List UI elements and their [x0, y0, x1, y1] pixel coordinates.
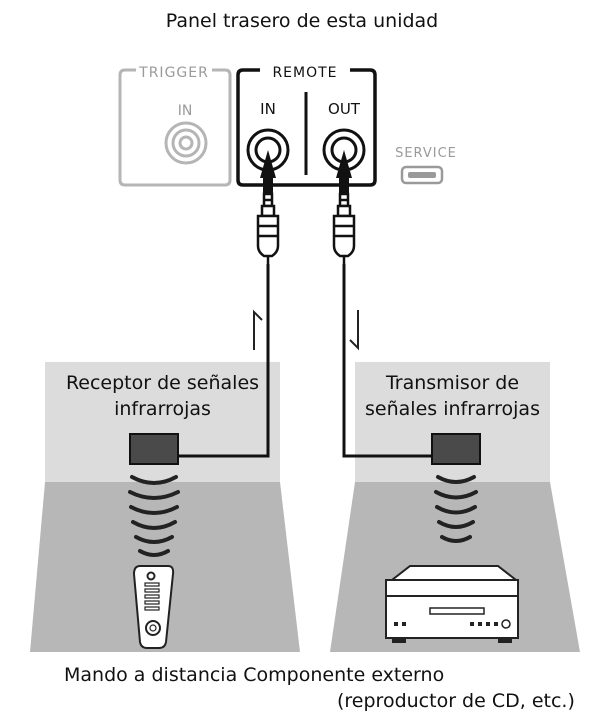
right-plug-icon [332, 150, 356, 264]
left-plug-icon [256, 150, 280, 264]
signal-down-arrow-icon [347, 310, 361, 356]
trigger-panel [118, 68, 232, 187]
trigger-jack-icon [164, 121, 208, 165]
remote-control-icon [132, 565, 175, 649]
remote-panel [236, 68, 377, 187]
trigger-label: TRIGGER [138, 65, 209, 81]
cd-player-icon [385, 565, 519, 643]
trigger-in-label: IN [178, 103, 193, 119]
left-cable [178, 264, 270, 458]
component-caption: Componente externo [243, 664, 445, 686]
signal-up-arrow-icon [251, 304, 265, 350]
usb-port-icon [400, 165, 444, 185]
ir-waves-left-icon [128, 475, 180, 557]
bottom-caption: Mando a distancia Componente externo [64, 664, 444, 686]
remote-in-label: IN [260, 100, 276, 118]
remote-caption: Mando a distancia [64, 664, 238, 686]
receiver-label: Receptor de señales infrarrojas [65, 372, 260, 420]
service-label: SERVICE [395, 146, 457, 161]
ir-waves-right-icon [434, 475, 478, 543]
transmitter-label: Transmisor de señales infrarrojas [365, 372, 540, 420]
diagram-title: Panel trasero de esta unidad [165, 10, 439, 32]
ir-receiver-device [129, 433, 179, 465]
right-cable [342, 264, 432, 458]
ir-transmitter-device [431, 433, 481, 465]
remote-out-label: OUT [328, 100, 361, 118]
remote-label: REMOTE [272, 65, 337, 81]
component-sub-caption: (reproductor de CD, etc.) [337, 690, 575, 712]
